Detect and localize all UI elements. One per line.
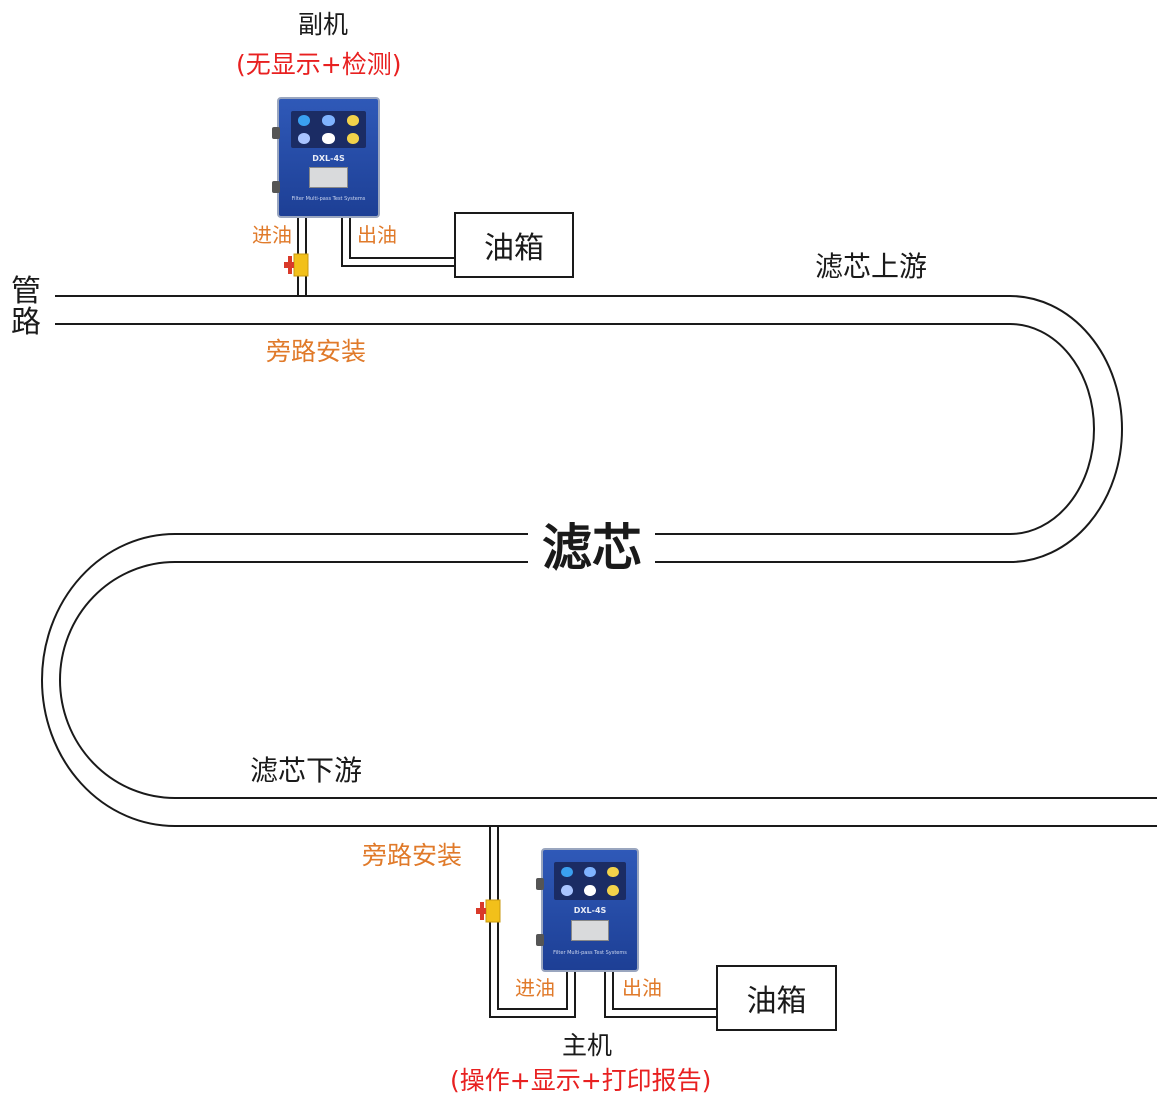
main-unit-device: DXL-4S Filter Multi-pass Test Systems xyxy=(536,848,639,972)
oil-tank-bottom: 油箱 xyxy=(716,965,837,1031)
device-subtitle: Filter Multi-pass Test Systems xyxy=(291,196,366,203)
device-model: DXL-4S xyxy=(312,153,345,163)
printer-slot xyxy=(571,919,609,942)
downstream-label: 滤芯下游 xyxy=(250,754,363,787)
valve-icon xyxy=(284,253,309,277)
device-subtitle: Filter Multi-pass Test Systems xyxy=(553,949,627,956)
device-model: DXL-4S xyxy=(573,906,607,916)
main-unit-title: 主机 xyxy=(562,1031,613,1060)
bottom-inlet-label: 进油 xyxy=(515,976,555,1000)
bypass-top-label: 旁路安装 xyxy=(266,337,367,366)
main-unit-note: (操作+显示+打印报告) xyxy=(450,1066,712,1095)
valve-icon xyxy=(476,899,501,923)
top-inlet-label: 进油 xyxy=(252,223,292,247)
filter-label: 滤芯 xyxy=(542,519,642,577)
oil-tank-top: 油箱 xyxy=(454,212,574,278)
bypass-bottom-label: 旁路安装 xyxy=(362,841,463,870)
pipe-inner-line xyxy=(41,323,1157,827)
sub-unit-device: DXL-4S Filter Multi-pass Test Systems xyxy=(272,97,380,218)
sub-unit-note: (无显示+检测) xyxy=(236,50,402,79)
bottom-outlet-line xyxy=(604,972,716,1018)
sub-unit-title: 副机 xyxy=(298,10,349,39)
bottom-outlet-label: 出油 xyxy=(622,976,662,1000)
printer-slot xyxy=(308,166,349,188)
upstream-label: 滤芯上游 xyxy=(815,250,928,283)
pipe-outer-line xyxy=(55,295,1157,799)
pipe-label: 管路 xyxy=(10,274,42,340)
top-outlet-label: 出油 xyxy=(357,223,397,247)
pipe-label-text: 管路 xyxy=(11,274,41,340)
top-outlet-line xyxy=(341,218,454,267)
